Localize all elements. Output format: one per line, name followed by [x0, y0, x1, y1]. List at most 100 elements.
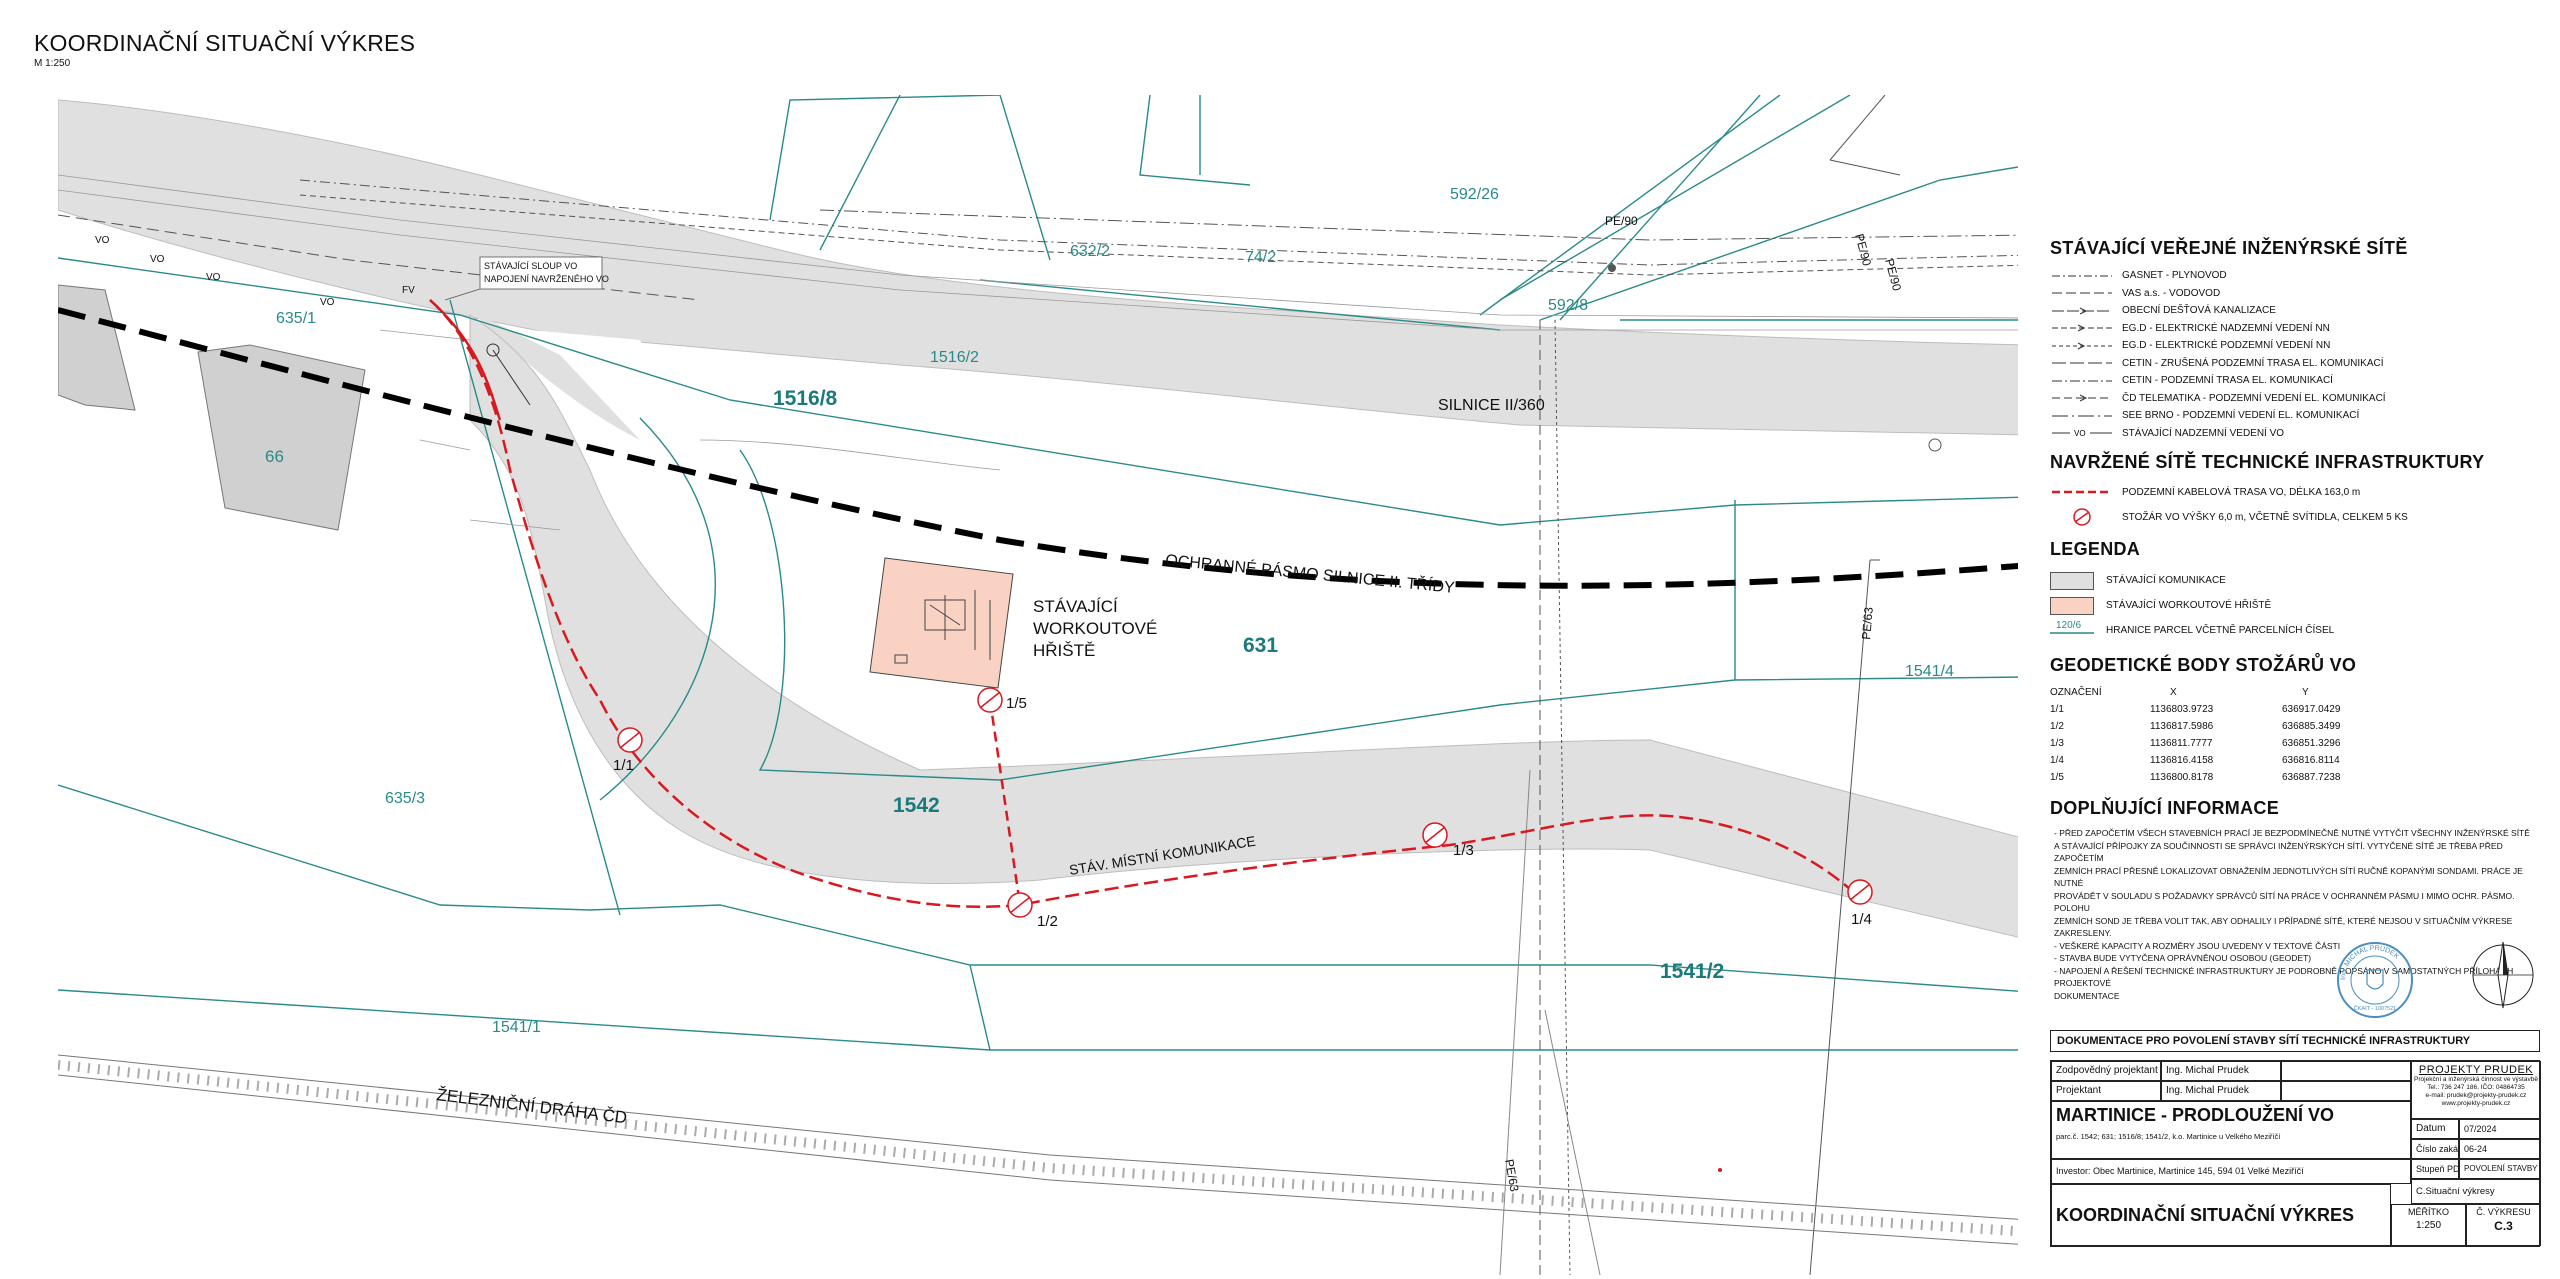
railway-label: ŽELEZNIČNÍ DRÁHA ČD: [436, 1085, 629, 1127]
page-title: KOORDINAČNÍ SITUAČNÍ VÝKRES: [34, 30, 416, 56]
date-value: 07/2024: [2459, 1119, 2541, 1139]
stage-value: POVOLENÍ STAVBY: [2459, 1159, 2541, 1179]
investor-line: Investor: Obec Martinice, Martinice 145,…: [2051, 1159, 2411, 1184]
title-block: DOKUMENTACE PRO POVOLENÍ STAVBY SÍTÍ TEC…: [2050, 1030, 2541, 1247]
sheet-name: C.Situační výkresy: [2411, 1179, 2541, 1204]
building-66: [197, 344, 366, 531]
legend-item: SEE BRNO - PODZEMNÍ VEDENÍ EL. KOMUNIKAC…: [2052, 410, 2360, 422]
existing-networks-list: GASNET - PLYNOVOD VAS a.s. - VODOVOD OBE…: [2050, 267, 2540, 442]
existing-networks-title: STÁVAJÍCÍ VEŘEJNÉ INŽENÝRSKÉ SÍTĚ: [2050, 238, 2408, 258]
legend-item: VAS a.s. - VODOVOD: [2052, 287, 2221, 299]
pe90-label-3: PE/90: [1882, 257, 1904, 293]
doc-header: DOKUMENTACE PRO POVOLENÍ STAVBY SÍTÍ TEC…: [2050, 1030, 2540, 1052]
vo-label-4: VO: [320, 297, 335, 308]
parcel-592-26: 592/26: [1450, 186, 1499, 203]
pole-1-4: [1847, 879, 1873, 905]
protection-zone-line: [58, 307, 2018, 589]
building-west: [58, 284, 136, 411]
legend-item: STÁVAJÍCÍ WORKOUTOVÉ HŘIŠTĚ: [2050, 593, 2540, 618]
drawing-title: KOORDINAČNÍ SITUAČNÍ VÝKRES: [2051, 1184, 2391, 1246]
pole-label-1-3: 1/3: [1453, 842, 1474, 859]
info-title: DOPLŇUJÍCÍ INFORMACE: [2050, 798, 2280, 818]
parcel-1541-1: 1541/1: [492, 1019, 541, 1036]
parcel-sample: 120/6: [2056, 620, 2081, 631]
company-logo: PROJEKTY PRUDEK: [2418, 1064, 2534, 1076]
parcel-632-2: 632/2: [1070, 243, 1110, 260]
drawing-number: C.3: [2494, 1219, 2513, 1233]
note-line-1: STÁVAJÍCÍ SLOUP VO: [484, 261, 577, 271]
pole-label-1-5: 1/5: [1006, 695, 1027, 712]
cable-route: [429, 299, 1861, 908]
svg-text:ČKAIT - 1007521: ČKAIT - 1007521: [2354, 1005, 2396, 1012]
road-mistni: [470, 310, 640, 440]
legend-panel: STÁVAJÍCÍ VEŘEJNÉ INŽENÝRSKÉ SÍTĚ GASNET…: [2050, 238, 2540, 1002]
pe63-label-2: PE/63: [1502, 1158, 1522, 1193]
drawing-number-cell: Č. VÝKRESU C.3: [2466, 1204, 2541, 1246]
pole-1-3: [1422, 822, 1448, 848]
north-arrow-icon: [2472, 941, 2534, 1009]
project-parcels: parc.č. 1542; 631; 1516/8; 1541/2, k.o. …: [2056, 1132, 2281, 1141]
workout-label-1: STÁVAJÍCÍ: [1033, 597, 1118, 616]
parcel-74-2: 74/2: [1245, 249, 1276, 266]
legend-item: STOŽÁR VO VÝŠKY 6,0 m, VČETNĚ SVÍTIDLA, …: [2050, 503, 2540, 531]
parcel-1516-2: 1516/2: [930, 349, 979, 366]
fv-label: FV: [402, 285, 415, 296]
resp-value: Ing. Michal Prudek: [2161, 1061, 2281, 1081]
vo-label-3: VO: [206, 272, 221, 283]
pole-1-2: [1007, 892, 1033, 918]
legend-item: PODZEMNÍ KABELOVÁ TRASA VO, DÉLKA 163,0 …: [2052, 486, 2361, 498]
cable-route-solid: [429, 299, 502, 421]
order-value: 06-24: [2459, 1139, 2541, 1159]
company-block: PROJEKTY PRUDEK Projekční a inženýrská č…: [2411, 1061, 2541, 1119]
scale-value: 1:250: [2415, 1220, 2442, 1231]
proposed-networks-title: NAVRŽENÉ SÍTĚ TECHNICKÉ INFRASTRUKTURY: [2050, 452, 2485, 472]
railway: [58, 1054, 2018, 1245]
scale-cell: MĚŘÍTKO 1:250: [2391, 1204, 2466, 1246]
pe63-label-1: PE/63: [1859, 606, 1876, 640]
parcel-631: 631: [1243, 634, 1278, 657]
site-plan-map: 592/26 632/2 74/2 592/8 635/1 1516/2 66 …: [58, 95, 2018, 1275]
parcel-1541-2: 1541/2: [1660, 960, 1724, 983]
project-block: MARTINICE - PRODLOUŽENÍ VO parc.č. 1542;…: [2051, 1101, 2411, 1159]
proj-label: Projektant: [2051, 1081, 2161, 1101]
note-line-2: NAPOJENÍ NAVRŽENÉHO VO: [484, 274, 609, 284]
resp-label: Zodpovědný projektant: [2051, 1061, 2161, 1081]
road-label: SILNICE II/360: [1438, 397, 1545, 414]
existing-pole-vo: [486, 343, 500, 357]
order-label: Číslo zakázky: [2411, 1139, 2459, 1159]
parcel-1542: 1542: [893, 794, 940, 817]
legend-item: CETIN - PODZEMNÍ TRASA EL. KOMUNIKACÍ: [2052, 375, 2333, 387]
stage-label: Stupeň PD: [2411, 1159, 2459, 1179]
drawing-number-label: Č. VÝKRESU: [2476, 1207, 2531, 1217]
engineer-stamp: Ing. MICHAL PRUDEK ČKAIT - 1007521: [2337, 942, 2413, 1018]
cable-route-spur: [988, 699, 1022, 906]
parcel-1541-4: 1541/4: [1905, 663, 1954, 680]
workout-label-2: WORKOUTOVÉ: [1033, 619, 1157, 638]
legend-item: EG.D - ELEKTRICKÉ PODZEMNÍ VEDENÍ NN: [2050, 337, 2540, 355]
svg-text:VO: VO: [2074, 429, 2086, 438]
vo-label-1: VO: [95, 235, 110, 246]
road-west-branch: [530, 330, 720, 490]
workout-label-3: HŘIŠTĚ: [1033, 641, 1095, 660]
proj-sign: [2281, 1081, 2411, 1101]
pole-1-1: [617, 727, 643, 753]
resp-sign: [2281, 1061, 2411, 1081]
info-text: - PŘED ZAPOČETÍM VŠECH STAVEBNÍCH PRACÍ …: [2054, 828, 2530, 1001]
legend-item: ČD TELEMATIKA - PODZEMNÍ VEDENÍ EL. KOMU…: [2050, 390, 2540, 408]
proj-value: Ing. Michal Prudek: [2161, 1081, 2281, 1101]
legend-item: GASNET - PLYNOVOD: [2052, 270, 2227, 282]
geodetic-title: GEODETICKÉ BODY STOŽÁRŮ VO: [2050, 655, 2357, 675]
pole-label-1-2: 1/2: [1037, 913, 1058, 930]
parcel-66: 66: [265, 447, 284, 466]
protection-zone-label: OCHRANNÉ PÁSMO SILNICE II. TŘÍDY: [1165, 550, 1456, 597]
parcel-635-3: 635/3: [385, 790, 425, 807]
legend-item: OBECNÍ DEŠŤOVÁ KANALIZACE: [2050, 302, 2540, 320]
parcel-1516-8: 1516/8: [773, 387, 838, 410]
road-local-branch: [469, 314, 2018, 938]
